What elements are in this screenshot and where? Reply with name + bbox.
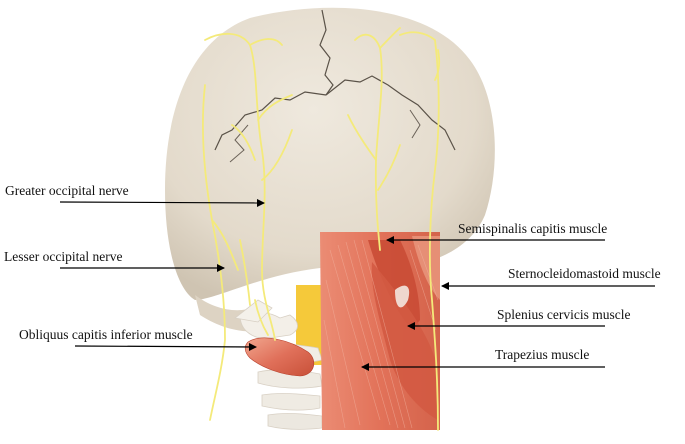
suture-minor-2	[409, 109, 421, 139]
arrow-obliquus	[74, 342, 257, 351]
muscle-fibers	[323, 239, 439, 429]
neck-muscles	[320, 232, 440, 430]
label-obliquus-capitis-inferior-muscle: Obliquus capitis inferior muscle	[19, 327, 193, 342]
label-trapezius-muscle: Trapezius muscle	[495, 347, 590, 362]
label-splenius-cervicis-muscle: Splenius cervicis muscle	[497, 307, 631, 322]
label-semispinalis-capitis-muscle: Semispinalis capitis muscle	[458, 221, 608, 236]
lesser-occipital-nerve-right	[399, 31, 440, 431]
arrow-greater-occipital	[59, 198, 265, 207]
skull	[165, 7, 495, 300]
label-sternocleidomastoid-muscle: Sternocleidomastoid muscle	[508, 266, 661, 281]
obliquus-capitis-inferior-shape	[244, 337, 315, 377]
suture-lambdoid-left	[214, 91, 327, 151]
muscle-highlight	[395, 285, 410, 308]
suture-sagittal	[319, 9, 334, 96]
label-greater-occipital-nerve: Greater occipital nerve	[5, 183, 129, 198]
label-lesser-occipital-nerve: Lesser occipital nerve	[4, 249, 123, 264]
greater-occipital-nerve-left	[204, 32, 276, 341]
splenius-shape	[371, 262, 438, 420]
greater-occipital-nerve-right	[354, 33, 383, 251]
scm-shape	[412, 236, 440, 300]
nerves	[202, 27, 441, 431]
